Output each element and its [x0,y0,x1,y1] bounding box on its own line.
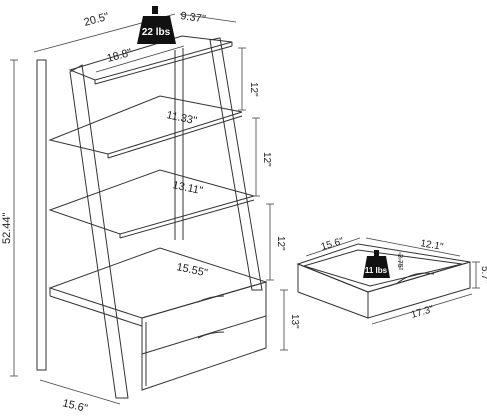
right-back-leg [209,37,263,291]
base-depth-label: 15.6" [61,397,89,412]
drawer-handle-top [197,295,225,303]
drawer-dimension-lines [305,237,480,325]
drawer-cabinet [141,281,267,391]
spacing-2-label: 12" [261,152,272,167]
top-load-weight-badge: 22 lbs [137,6,176,44]
top-load-label: 22 lbs [142,27,171,38]
drawer-load-weight-badge: 11 lbs [363,250,390,278]
drawer-handle-bottom [197,331,225,339]
left-front-leg [69,64,129,399]
shelf-4-width-label: 15.55" [175,261,208,279]
overall-height-label: 52.44" [1,212,13,244]
shelf-3-width-label: 13.11" [171,179,204,197]
drawer-inner-height-label: 2.75" [396,254,403,271]
top-depth-label: 9.37" [180,10,207,25]
bookshelf-dimension-lines [10,13,288,405]
drawer-load-label: 11 lbs [365,266,388,275]
left-back-post [36,59,47,371]
drawer-front-panel [297,263,369,319]
drawer-width-label: 15.6" [320,236,346,253]
bottom-shelf [48,247,268,319]
drawer-length-label: 17.3" [410,304,436,321]
drawer-side-panel [367,261,471,319]
shelf-2-width-label: 11.33" [165,109,198,127]
spacing-1-label: 12" [248,82,259,97]
drawer-cutout [395,272,435,285]
bookshelf-drawing [36,35,268,399]
shelf-2 [48,95,243,155]
drawer-depth-label: 12.1" [419,238,444,253]
drawer-outer-height-label: 5.7" [479,266,487,284]
spacing-4-label: 13" [289,314,300,329]
spacing-3-label: 12" [275,236,286,251]
top-width-label: 20.5" [83,11,111,29]
drawer-drawing [296,243,471,319]
shelf-3 [48,169,256,235]
